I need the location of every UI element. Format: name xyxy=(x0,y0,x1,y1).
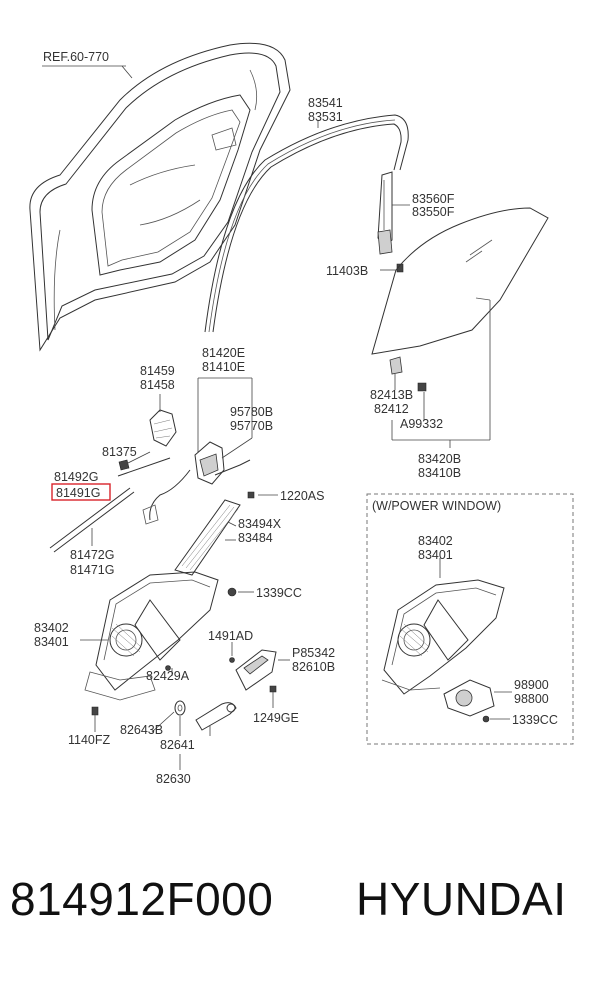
label-81459: 81459 xyxy=(140,364,175,378)
label-82630: 82630 xyxy=(156,772,191,786)
label-83401-inset: 83401 xyxy=(418,548,453,562)
label-83402-inset: 83402 xyxy=(418,534,453,548)
label-83494X: 83494X xyxy=(238,517,282,531)
label-83410B: 83410B xyxy=(418,466,461,480)
label-81472G: 81472G xyxy=(70,548,114,562)
power-regulator-drawing xyxy=(381,579,505,723)
manual-regulator-drawing xyxy=(84,571,237,716)
label-1339CC-inset: 1339CC xyxy=(512,713,558,727)
label-1249GE: 1249GE xyxy=(253,711,299,725)
label-83420B: 83420B xyxy=(418,452,461,466)
label-1220AS: 1220AS xyxy=(280,489,324,503)
label-1491AD: 1491AD xyxy=(208,629,253,643)
label-95770B: 95770B xyxy=(230,419,273,433)
part-number-text: 814912F000 xyxy=(10,873,274,925)
label-1140FZ: 1140FZ xyxy=(68,733,111,747)
label-82610B: 82610B xyxy=(292,660,335,674)
label-P85342: P85342 xyxy=(292,646,335,660)
label-83550F: 83550F xyxy=(412,205,455,219)
footer: 814912F000 HYUNDAI xyxy=(0,872,600,952)
door-glass-drawing xyxy=(371,207,549,392)
label-81471G: 81471G xyxy=(70,563,114,577)
label-81410E: 81410E xyxy=(202,360,245,374)
door-latch-drawing xyxy=(49,409,255,553)
label-83560F: 83560F xyxy=(412,192,455,206)
label-83484: 83484 xyxy=(238,531,273,545)
glass-run-channel-drawing xyxy=(204,114,409,333)
label-81375: 81375 xyxy=(102,445,137,459)
label-81420E: 81420E xyxy=(202,346,245,360)
power-window-note: (W/POWER WINDOW) xyxy=(372,499,501,513)
rear-channel-drawing xyxy=(377,171,410,273)
label-98900: 98900 xyxy=(514,678,549,692)
door-panel-drawing xyxy=(29,42,291,352)
label-11403B: 11403B xyxy=(326,264,368,278)
brand-name-text: HYUNDAI xyxy=(356,873,567,925)
label-82643B: 82643B xyxy=(120,723,163,737)
label-81491G-highlighted: 81491G xyxy=(56,486,100,500)
label-82641: 82641 xyxy=(160,738,195,752)
regulator-rail-drawing xyxy=(174,499,241,576)
label-83401-left: 83401 xyxy=(34,635,69,649)
label-81492G: 81492G xyxy=(54,470,98,484)
label-82412: 82412 xyxy=(374,402,409,416)
regulator-handle-drawing xyxy=(174,649,277,731)
label-81458: 81458 xyxy=(140,378,175,392)
label-98800: 98800 xyxy=(514,692,549,706)
label-83541: 83541 xyxy=(308,96,343,110)
power-window-inset-frame xyxy=(366,493,574,745)
label-83531: 83531 xyxy=(308,110,343,124)
highlight-box-81491G xyxy=(51,483,111,501)
label-82413B: 82413B xyxy=(370,388,413,402)
label-A99332: A99332 xyxy=(400,417,443,431)
label-82429A: 82429A xyxy=(146,669,190,683)
label-83402-left: 83402 xyxy=(34,621,69,635)
ref-label: REF.60-770 xyxy=(43,50,109,64)
label-1339CC-left: 1339CC xyxy=(256,586,302,600)
label-95780B: 95780B xyxy=(230,405,273,419)
